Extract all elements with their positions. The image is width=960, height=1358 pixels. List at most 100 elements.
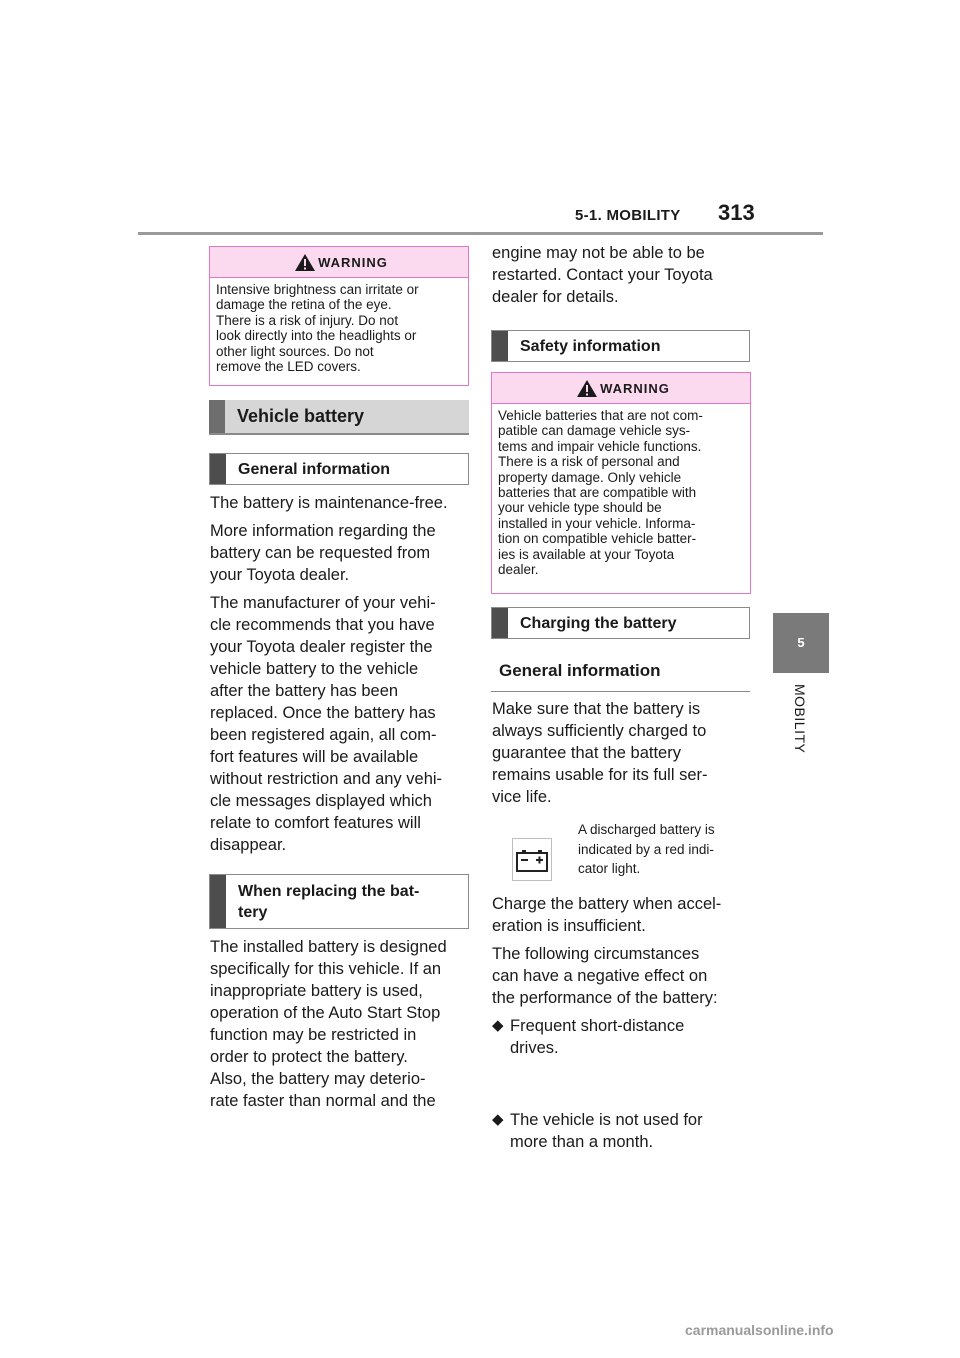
text-line: engine may not be able to be [492, 244, 705, 262]
warning-triangle-icon [577, 380, 597, 397]
bullet-icon: ◆ [492, 1111, 504, 1128]
warning-line: other light sources. Do not [216, 343, 374, 359]
warning-line: property damage. Only vehicle [498, 469, 682, 485]
warning-line: Intensive brightness can irritate or [216, 282, 419, 297]
text-line: inappropriate battery is used, [210, 982, 423, 1000]
paragraph-more-information: More information regarding the battery c… [210, 520, 472, 586]
warning-line: batteries that are compatible with [498, 485, 697, 501]
text-line: after the battery has been [210, 682, 399, 700]
warning-triangle-icon [295, 254, 315, 271]
text-line: replaced. Once the battery has [210, 704, 436, 722]
heading-text: Charging the battery [520, 614, 677, 632]
indicator-note: A discharged battery is indicated by a r… [578, 820, 753, 879]
warning-line: look directly into the headlights or [216, 328, 417, 344]
warning-line: tion on compatible vehicle batter- [498, 531, 697, 547]
text-line: Make sure that the battery is [492, 700, 701, 718]
text-line: your Toyota dealer register the [210, 638, 433, 656]
warning-line: patible can damage vehicle sys- [498, 423, 691, 439]
warning-text: Vehicle batteries that are not com- pati… [492, 404, 750, 583]
warning-header: WARNING [492, 373, 750, 404]
warning-line: dealer. [498, 562, 539, 578]
text-line: eration is insufficient. [492, 917, 646, 935]
text-line: The vehicle is not used for [510, 1111, 703, 1129]
text-line: vehicle battery to the vehicle [210, 660, 419, 678]
heading-text: Safety information [520, 337, 661, 355]
text-line: your Toyota dealer. [210, 566, 350, 584]
heading-text: Vehicle battery [237, 406, 365, 426]
warning-label: WARNING [318, 254, 388, 270]
text-line: Also, the battery may deterio- [210, 1070, 426, 1088]
subheading-general-information: General information [491, 661, 750, 692]
watermark: carmanualsonline.info [685, 1322, 834, 1338]
text-line: the performance of the battery: [492, 989, 718, 1007]
paragraph-maintenance-free: The battery is maintenance-free. [210, 492, 472, 514]
battery-icon [516, 849, 548, 872]
text-line: rate faster than normal and the [210, 1092, 436, 1110]
heading-marker [210, 875, 226, 928]
warning-label: WARNING [600, 380, 670, 396]
paragraph-registration: The manufacturer of your vehi- cle recom… [210, 592, 472, 856]
text-line: order to protect the battery. [210, 1048, 408, 1066]
header-rule [138, 232, 823, 235]
list-item: ◆ Frequent short-distance drives. [492, 1015, 772, 1059]
heading-text: General information [238, 460, 391, 478]
paragraph-continuation: engine may not be able to be restarted. … [492, 242, 754, 308]
warning-line: installed in your vehicle. Informa- [498, 515, 696, 531]
text-line: The following circumstances [492, 945, 700, 963]
text-line: without restriction and any vehi- [210, 770, 443, 788]
heading-safety-information: Safety information [491, 330, 750, 362]
warning-line: There is a risk of personal and [498, 454, 680, 470]
text-line: disappear. [210, 836, 287, 854]
heading-marker [210, 454, 226, 484]
heading-marker [492, 331, 508, 361]
text-line: can have a negative effect on [492, 967, 708, 985]
text-line: fort features will be available [210, 748, 419, 766]
chapter-tab: 5 [773, 613, 829, 673]
heading-line: When replacing the bat- [238, 882, 420, 900]
paragraph-charge-level: Make sure that the battery is always suf… [492, 698, 754, 808]
text-line: function may be restricted in [210, 1026, 417, 1044]
warning-text: Intensive brightness can irritate or dam… [210, 278, 468, 380]
section-title: 5-1. MOBILITY [575, 207, 681, 224]
text-line: been registered again, all com- [210, 726, 437, 744]
text-line: specifically for this vehicle. If an [210, 960, 442, 978]
text-line: drives. [510, 1039, 559, 1057]
warning-box-battery: WARNING Vehicle batteries that are not c… [491, 372, 751, 594]
list-item: ◆ The vehicle is not used for more than … [492, 1109, 772, 1153]
text-line: cle messages displayed which [210, 792, 432, 810]
text-line: cator light. [578, 861, 641, 876]
warning-line: remove the LED covers. [216, 359, 361, 375]
paragraph-circumstances: The following circumstances can have a n… [492, 943, 754, 1009]
warning-line: Vehicle batteries that are not com- [498, 408, 703, 423]
text-line: restarted. Contact your Toyota [492, 266, 713, 284]
paragraph-charge-when: Charge the battery when accel- eration i… [492, 893, 754, 937]
heading-text: When replacing the bat- tery [226, 881, 419, 923]
text-line: dealer for details. [492, 288, 619, 306]
heading-marker [209, 400, 225, 433]
warning-line: ies is available at your Toyota [498, 546, 675, 562]
text-line: Charge the battery when accel- [492, 895, 722, 913]
heading-marker [492, 608, 508, 638]
text-line: A discharged battery is [578, 822, 715, 837]
text-line: guarantee that the battery [492, 744, 681, 762]
text-line: The installed battery is designed [210, 938, 447, 956]
text-line: cle recommends that you have [210, 616, 435, 634]
text-line: remains usable for its full ser- [492, 766, 708, 784]
heading-general-information: General information [209, 453, 469, 485]
text-line: battery can be requested from [210, 544, 431, 562]
warning-line: tems and impair vehicle functions. [498, 438, 702, 454]
bullet-icon: ◆ [492, 1017, 504, 1034]
chapter-number: 5 [797, 635, 805, 650]
battery-indicator [512, 838, 552, 881]
heading-line: tery [238, 903, 268, 921]
text-line: more than a month. [510, 1133, 654, 1151]
paragraph-replacing: The installed battery is designed specif… [210, 936, 472, 1112]
page-number: 313 [718, 200, 755, 225]
warning-line: There is a risk of injury. Do not [216, 312, 399, 328]
text-line: More information regarding the [210, 522, 436, 540]
heading-charging-the-battery: Charging the battery [491, 607, 750, 639]
chapter-side-label: MOBILITY [786, 684, 816, 774]
warning-line: your vehicle type should be [498, 500, 662, 516]
text-line: The manufacturer of your vehi- [210, 594, 436, 612]
text-line: The battery is maintenance-free. [210, 494, 448, 512]
